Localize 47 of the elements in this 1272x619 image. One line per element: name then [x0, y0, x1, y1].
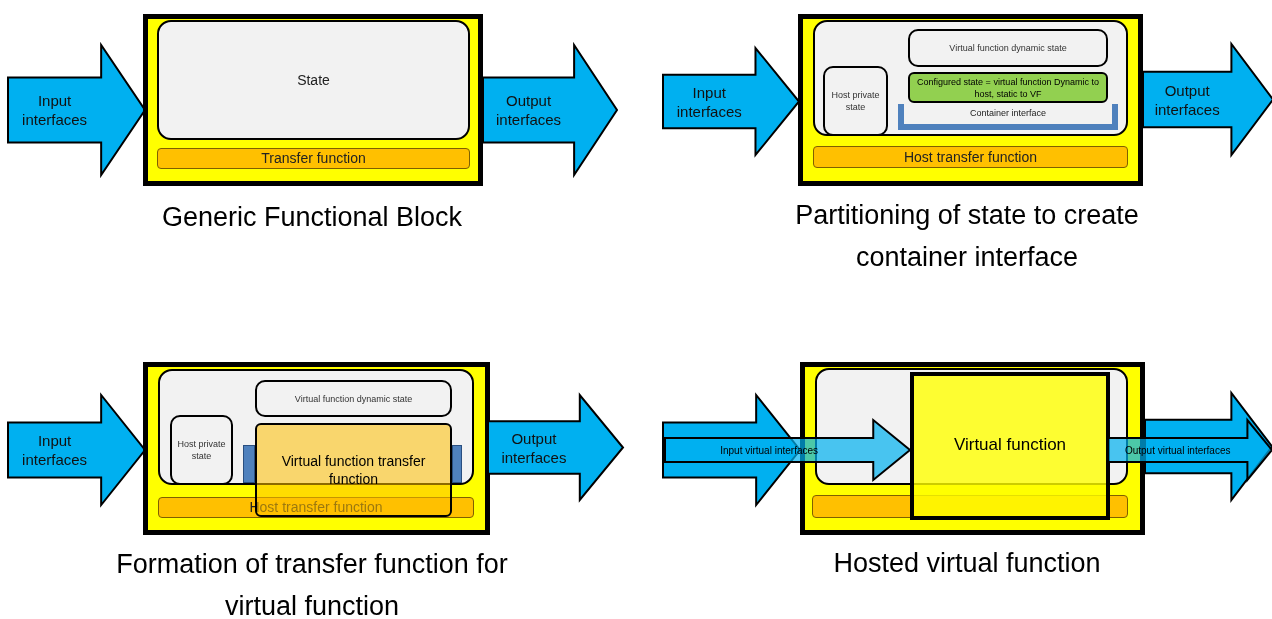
- node-label: Virtual function: [953, 434, 1067, 456]
- panel-caption: Hosted virtual function: [832, 547, 1102, 580]
- state-box: [908, 29, 1108, 67]
- panel-caption: Formation of transfer function for virtual function: [115, 548, 509, 619]
- state-box: [823, 66, 888, 136]
- node-label: Container interface: [969, 106, 1046, 120]
- state-panel: [157, 20, 470, 140]
- interface-arrow: [8, 395, 145, 505]
- node-label: Virtual function dynamic state: [949, 42, 1067, 54]
- state-panel: [813, 20, 1128, 136]
- functional-block: [143, 14, 483, 186]
- container-bracket: [898, 104, 1118, 130]
- node-label: Virtual function dynamic state: [294, 392, 413, 405]
- node-label: Output interfaces: [495, 91, 563, 129]
- node-label: Output interfaces: [500, 428, 568, 467]
- transfer-function-bar: [813, 146, 1128, 168]
- state-box: [170, 415, 233, 485]
- state-box: [255, 380, 452, 417]
- node-label: Input interfaces: [21, 431, 89, 469]
- interface-arrow: [663, 48, 799, 155]
- functional-block: [798, 14, 1143, 186]
- transfer-function-bar: [158, 497, 474, 518]
- interface-arrow: [8, 45, 145, 175]
- interface-arrow: [1143, 44, 1272, 155]
- panel-caption: Generic Functional Block: [160, 201, 464, 234]
- node-label: Host transfer function: [903, 147, 1038, 167]
- virtual-interface-arrow: [1108, 420, 1272, 480]
- node-label: Configured state = virtual function Dynamic to host, static to VF: [916, 75, 1100, 100]
- node-label: Output virtual interfaces: [1124, 443, 1231, 458]
- node-label: Transfer function: [261, 149, 366, 168]
- node-label: State: [297, 71, 330, 90]
- virtual-function-box: [910, 372, 1110, 520]
- interface-arrow: [483, 45, 617, 175]
- panel-caption: Partitioning of state to create container interface: [794, 199, 1140, 274]
- node-label: Input interfaces: [675, 82, 743, 121]
- configured-state-box: [908, 72, 1108, 103]
- node-label: Output interfaces: [1153, 80, 1221, 119]
- node-label: Virtual function transfer function: [280, 452, 427, 488]
- node-label: Input virtual interfaces: [720, 443, 819, 458]
- virtual-interface-arrow: [665, 420, 910, 480]
- functional-block: [143, 362, 490, 535]
- node-label: Host private state: [830, 89, 881, 113]
- state-panel: [158, 369, 474, 485]
- node-label: Input interfaces: [21, 91, 89, 129]
- transfer-function-bar: [157, 148, 470, 169]
- interface-arrow: [488, 395, 623, 500]
- node-label: Host private state: [176, 438, 227, 462]
